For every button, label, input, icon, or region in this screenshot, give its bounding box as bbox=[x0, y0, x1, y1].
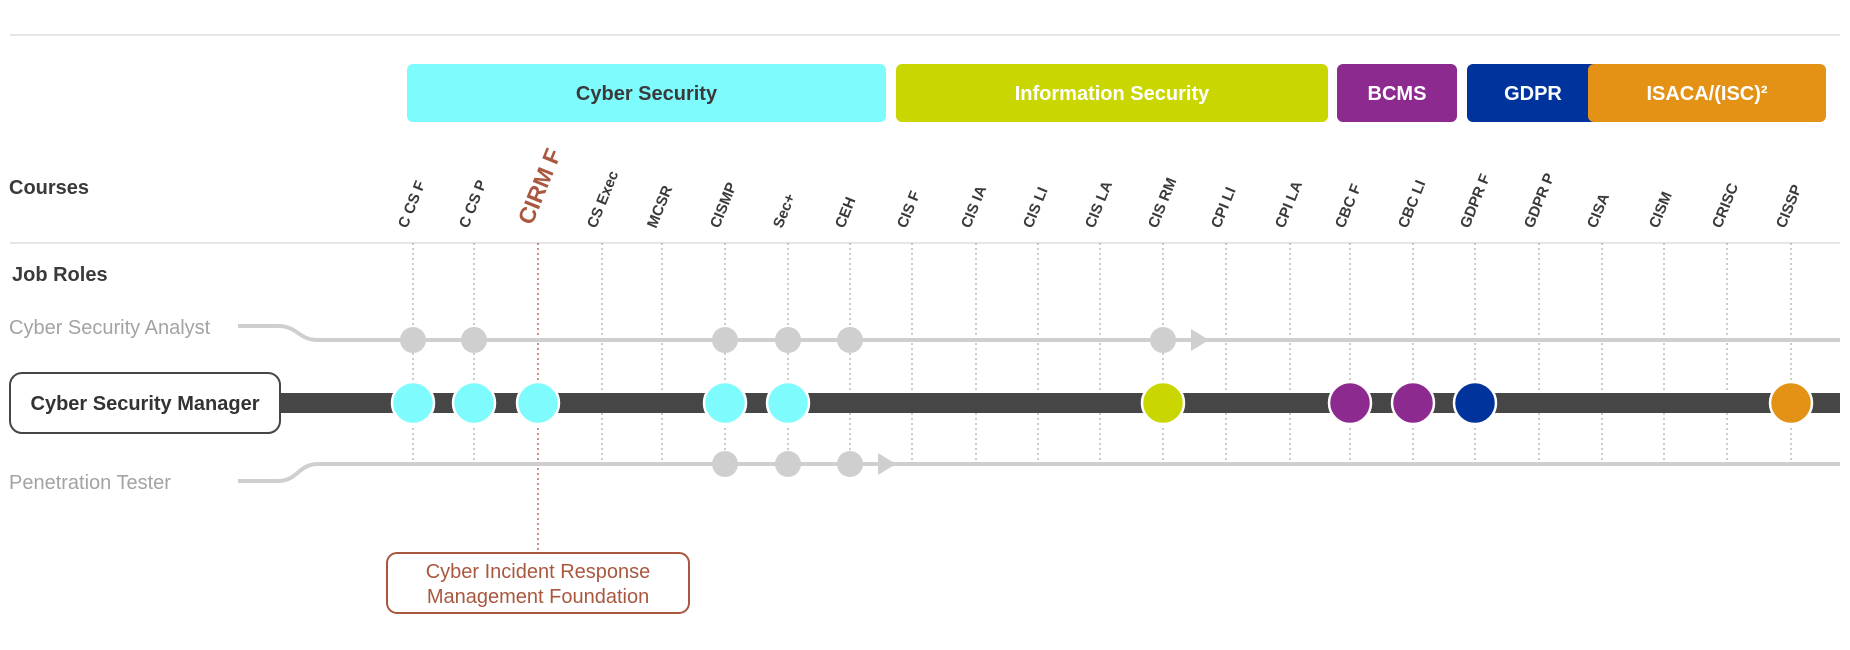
role-nodes bbox=[390, 327, 1814, 477]
track-arrow-cyber-security-analyst bbox=[1191, 329, 1209, 351]
course-label-mcsr: MCSR bbox=[644, 183, 676, 230]
callout-line-2: Management Foundation bbox=[427, 586, 649, 608]
node-cyber-security-analyst-cismp bbox=[712, 327, 738, 353]
role-label-cyber-security-analyst: Cyber Security Analyst bbox=[9, 317, 211, 339]
course-label-gdpr-f: GDPR F bbox=[1457, 172, 1494, 231]
category-bar: Cyber Security Information Security BCMS GD… bbox=[407, 64, 1826, 122]
course-label-c-cs-p: C CS P bbox=[456, 178, 490, 231]
node-cyber-security-manager-cissp bbox=[1768, 380, 1814, 426]
course-label-cis-rm: CIS RM bbox=[1145, 175, 1180, 230]
course-label-cpi-la: CPI LA bbox=[1272, 178, 1306, 230]
role-label-penetration-tester: Penetration Tester bbox=[9, 472, 171, 494]
node-cyber-security-analyst-c-cs-p bbox=[461, 327, 487, 353]
node-penetration-tester-sec bbox=[775, 451, 801, 477]
course-label-cis-ia: CIS IA bbox=[958, 183, 990, 230]
node-cyber-security-analyst-c-cs-f bbox=[400, 327, 426, 353]
node-cyber-security-manager-gdpr-f bbox=[1452, 380, 1498, 426]
course-label-gdpr-p: GDPR P bbox=[1521, 171, 1558, 231]
track-cyber-security-analyst bbox=[238, 324, 1840, 342]
role-tracks bbox=[238, 324, 1840, 483]
node-cyber-security-manager-c-cs-f bbox=[390, 380, 436, 426]
course-label-cbc-f: CBC F bbox=[1332, 182, 1365, 231]
track-penetration-tester bbox=[238, 462, 1840, 483]
course-label-cis-li: CIS LI bbox=[1020, 185, 1052, 231]
node-cyber-security-manager-cis-rm bbox=[1140, 380, 1186, 426]
course-label-ceh: CEH bbox=[832, 195, 860, 231]
node-cyber-security-analyst-cis-rm bbox=[1150, 327, 1176, 353]
course-labels: C CS F C CS P CIRM F CS Exec MCSR CISMP Sec+ CE… bbox=[395, 145, 1806, 231]
course-label-cismp: CISMP bbox=[707, 180, 741, 230]
category-infosec-block bbox=[896, 64, 1328, 122]
category-bcms-block bbox=[1337, 64, 1457, 122]
node-cyber-security-manager-c-cs-p bbox=[451, 380, 497, 426]
category-infosec-label: Information Security bbox=[1015, 83, 1210, 105]
role-label-box-cyber-security-manager bbox=[9, 372, 281, 434]
course-gridlines bbox=[412, 243, 1792, 551]
track-arrow-penetration-tester bbox=[878, 453, 896, 475]
node-cyber-security-manager-sec bbox=[765, 380, 811, 426]
category-gdpr-block bbox=[1467, 64, 1599, 122]
node-cyber-security-manager-cbc-f bbox=[1327, 380, 1373, 426]
node-cyber-security-manager-cbc-li bbox=[1390, 380, 1436, 426]
node-penetration-tester-ceh bbox=[837, 451, 863, 477]
job-roles-heading: Job Roles bbox=[12, 264, 108, 286]
node-cyber-security-manager-cismp bbox=[702, 380, 748, 426]
course-label-cisa: CISA bbox=[1584, 191, 1613, 231]
category-gdpr-label: GDPR bbox=[1504, 83, 1562, 105]
course-label-cs-exec: CS Exec bbox=[584, 168, 622, 230]
course-label-cism: CISM bbox=[1646, 189, 1676, 230]
category-isaca-block bbox=[1588, 64, 1826, 122]
course-label-crisc: CRISC bbox=[1709, 181, 1742, 231]
course-label-sec: Sec+ bbox=[770, 191, 799, 230]
category-cyber-block bbox=[407, 64, 886, 122]
category-isaca-label: ISACA/(ISC)² bbox=[1646, 83, 1767, 105]
category-bcms-label: BCMS bbox=[1368, 83, 1427, 105]
node-cyber-security-manager-cirm-f bbox=[515, 380, 561, 426]
track-cyber-security-manager bbox=[270, 393, 1840, 413]
role-label-cyber-security-manager: Cyber Security Manager bbox=[31, 393, 260, 415]
callout-box: Cyber Incident Response Management Found… bbox=[386, 552, 690, 614]
course-label-cbc-li: CBC LI bbox=[1395, 178, 1429, 231]
course-label-cirm-f: CIRM F bbox=[513, 145, 567, 228]
course-label-cis-la: CIS LA bbox=[1082, 178, 1116, 230]
node-cyber-security-analyst-ceh bbox=[837, 327, 863, 353]
course-label-cpi-li: CPI LI bbox=[1208, 185, 1240, 231]
callout-frame bbox=[386, 552, 690, 614]
course-label-cis-f: CIS F bbox=[894, 189, 924, 231]
category-cyber-label: Cyber Security bbox=[576, 83, 718, 105]
courses-heading: Courses bbox=[9, 177, 89, 199]
course-label-cissp: CISSP bbox=[1773, 182, 1806, 230]
node-cyber-security-analyst-sec bbox=[775, 327, 801, 353]
course-label-c-cs-f: C CS F bbox=[395, 179, 429, 231]
node-penetration-tester-cismp bbox=[712, 451, 738, 477]
callout-line-1: Cyber Incident Response bbox=[426, 561, 651, 583]
